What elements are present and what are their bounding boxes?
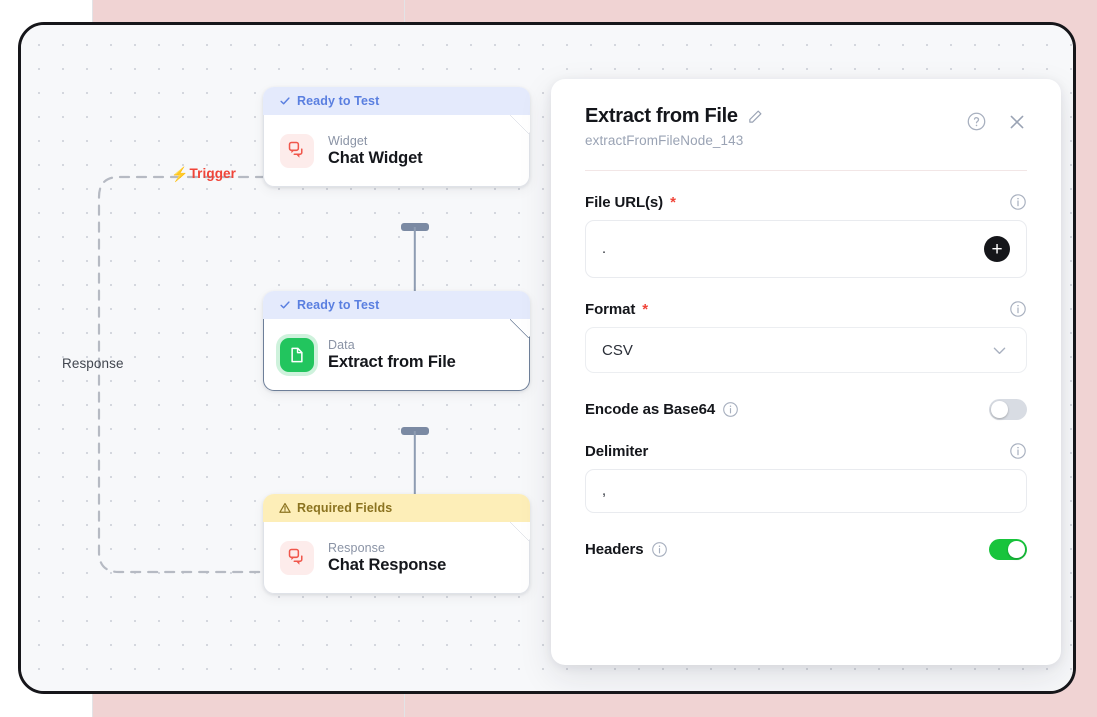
add-url-button[interactable]: + [984,236,1010,262]
delimiter-input[interactable]: , [585,469,1027,513]
chat-bubbles-icon [280,134,314,168]
toggle-knob [1008,541,1025,558]
panel-divider [585,170,1027,171]
warning-triangle-icon [279,502,291,513]
node-kind-label: Widget [328,133,368,148]
info-circle-icon[interactable] [1009,442,1027,460]
node-kind-label: Data [328,337,355,352]
node-properties-panel: Extract from File extractFromFileNode_14… [551,79,1061,665]
workflow-node-chat-widget[interactable]: Ready to Test Widget Chat Widget [263,87,530,187]
format-selected-value: CSV [602,341,633,359]
check-icon [280,301,290,309]
panel-actions [966,111,1027,132]
trigger-route-label: ⚡Trigger [171,166,236,181]
encode-as-base64-toggle[interactable] [989,399,1027,420]
field-label-text: File URL(s) [585,193,664,211]
info-circle-icon[interactable] [1009,300,1027,318]
field-label-text: Format [585,300,636,318]
node-status-text: Ready to Test [297,298,380,312]
connector-stem [413,227,417,311]
node-status-text: Required Fields [297,501,393,515]
info-circle-icon[interactable] [1009,193,1027,211]
node-title-label: Extract from File [328,352,456,371]
required-marker: * [642,300,648,318]
info-circle-icon[interactable] [722,401,739,418]
question-circle-icon[interactable] [966,111,987,132]
panel-title-row: Extract from File [585,105,1027,128]
field-label-text: Headers [585,541,644,558]
panel-header: Extract from File extractFromFileNode_14… [585,105,1027,148]
node-text: Widget Chat Widget [328,134,422,168]
field-label-text: Encode as Base64 [585,401,716,418]
field-encode-as-base64: Encode as Base64 [585,399,1027,420]
field-label-encode-as-base64: Encode as Base64 [585,401,739,418]
field-headers: Headers [585,539,1027,560]
response-route-label: Response [62,356,124,371]
field-header: File URL(s) * [585,193,1027,211]
field-label-delimiter: Delimiter [585,442,649,460]
node-status-badge: Ready to Test [263,291,530,319]
format-select[interactable]: CSV [585,327,1027,373]
panel-title: Extract from File [585,105,738,127]
node-body[interactable]: Widget Chat Widget [263,115,530,187]
field-label-headers: Headers [585,541,668,558]
chevron-down-icon[interactable] [991,342,1008,359]
node-title-label: Chat Widget [328,148,423,167]
lightning-bolt-icon: ⚡ [171,165,189,182]
node-status-badge: Ready to Test [263,87,530,115]
field-label-format: Format * [585,301,648,318]
required-marker: * [670,193,676,211]
field-label-file-urls: File URL(s) * [585,194,676,211]
file-urls-value: . [602,241,607,257]
node-text: Response Chat Response [328,541,446,575]
trigger-label-text: Trigger [189,166,237,181]
workflow-node-extract-from-file[interactable]: Ready to Test Data Extract from File [263,291,530,391]
workflow-node-chat-response[interactable]: Required Fields Response Chat Response [263,494,530,594]
node-body[interactable]: Response Chat Response [263,522,530,594]
delimiter-value: , [602,483,607,499]
node-title-label: Chat Response [328,555,447,574]
document-icon [280,338,314,372]
panel-subtitle-node-id: extractFromFileNode_143 [585,133,744,148]
file-urls-input[interactable]: . + [585,220,1027,278]
info-circle-icon[interactable] [651,541,668,558]
node-status-badge: Required Fields [263,494,530,522]
headers-toggle[interactable] [989,539,1027,560]
chat-bubbles-icon [280,541,314,575]
field-delimiter: Delimiter , [585,442,1027,513]
node-kind-label: Response [328,540,386,555]
field-header: Format * [585,300,1027,318]
check-icon [280,97,290,105]
close-x-icon[interactable] [1007,112,1027,132]
node-body[interactable]: Data Extract from File [263,319,530,391]
node-status-text: Ready to Test [297,94,380,108]
field-format: Format * CSV [585,300,1027,373]
pencil-icon[interactable] [747,109,763,125]
field-file-urls: File URL(s) * . + [585,193,1027,278]
app-window-frame: ⚡Trigger Response Ready to Test [18,22,1076,694]
field-header: Delimiter [585,442,1027,460]
connector-stem [413,431,417,515]
node-text: Data Extract from File [328,338,456,372]
toggle-knob [991,401,1008,418]
